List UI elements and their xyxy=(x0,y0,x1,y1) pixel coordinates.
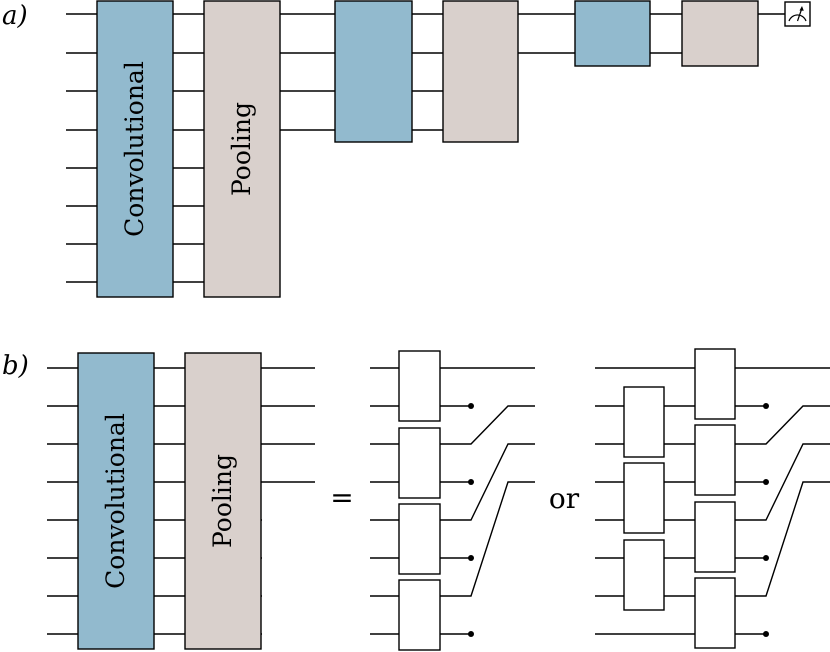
panel-a-convolutional-block-3 xyxy=(574,0,651,67)
panel-a-convolutional-block xyxy=(96,0,174,298)
panel-a-pooling-label: Pooling xyxy=(227,102,256,196)
panel-a-convolutional-label: Convolutional xyxy=(120,61,149,237)
or-label: or xyxy=(549,482,580,515)
panel-a-pooling-block-2 xyxy=(442,0,519,143)
panel-b-middle-circuit xyxy=(370,350,535,651)
panel-b-convolutional-label: Convolutional xyxy=(101,413,130,589)
equals-sign: = xyxy=(330,481,353,514)
panel-b-right-circuit xyxy=(595,348,830,649)
panel-a-wires xyxy=(66,13,785,283)
panel-a-pooling-block xyxy=(203,0,281,298)
panel-b-pooling-block xyxy=(184,352,262,650)
meter-icon xyxy=(784,1,811,27)
panel-b-convolutional-block xyxy=(77,352,155,650)
panel-a-pooling-block-3 xyxy=(681,0,759,67)
panel-a-label: a) xyxy=(2,1,28,31)
panel-a-convolutional-block-2 xyxy=(334,0,413,143)
panel-b-label: b) xyxy=(2,351,29,381)
panel-b-pooling-label: Pooling xyxy=(208,454,237,548)
